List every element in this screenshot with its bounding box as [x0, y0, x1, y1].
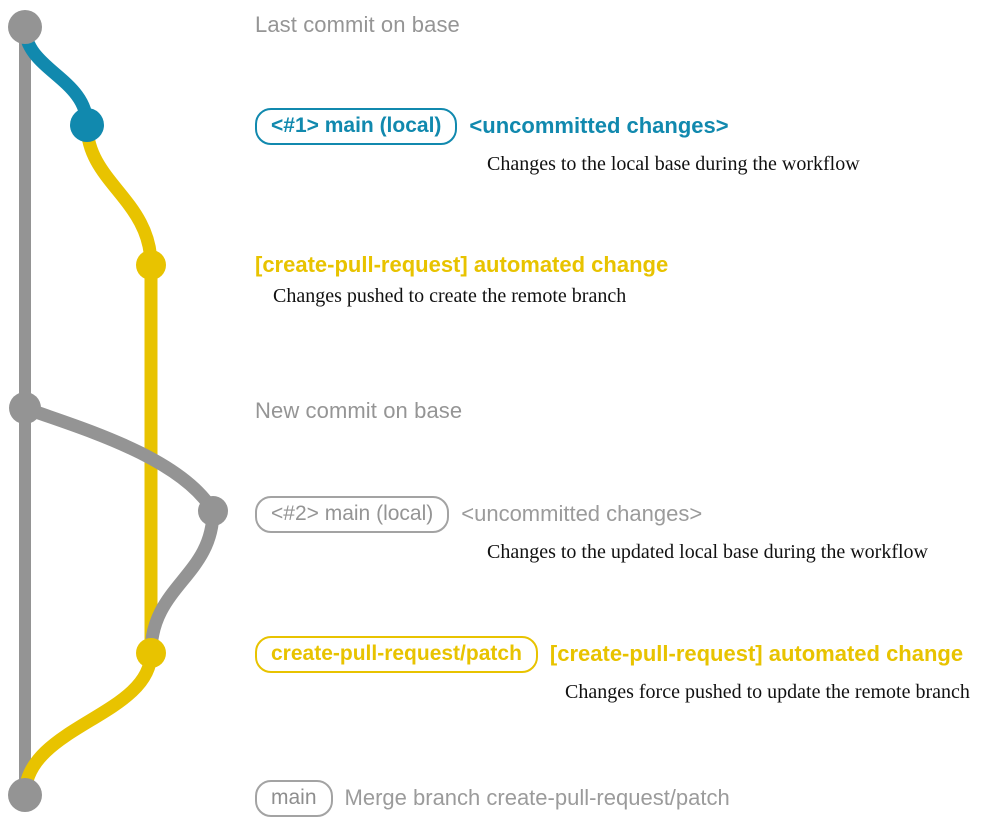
- edge-basenew-to-local2: [18, 401, 220, 518]
- commit-node-local-1[interactable]: [70, 108, 104, 142]
- commit-body-local-2: Changes to the updated local base during…: [487, 540, 928, 563]
- row-merge-commit-head: main Merge branch create-pull-request/pa…: [255, 780, 730, 817]
- commit-body-local-1: Changes to the local base during the wor…: [487, 152, 860, 175]
- row-local-commit-2-head: <#2> main (local) <uncommitted changes>: [255, 496, 702, 533]
- branch-chip-create-pull-request-patch[interactable]: create-pull-request/patch: [255, 636, 538, 673]
- commit-body-remote-push-1: Changes pushed to create the remote bran…: [273, 285, 627, 307]
- row-remote-push-1-head: [create-pull-request] automated change: [255, 252, 668, 278]
- commit-subject-local-2: <uncommitted changes>: [461, 501, 703, 527]
- commit-subject-remote-push-2: [create-pull-request] automated change: [549, 641, 964, 667]
- commit-node-base-last[interactable]: [8, 10, 42, 44]
- row-remote-push-2-head: create-pull-request/patch [create-pull-r…: [255, 636, 963, 673]
- commit-node-local-2[interactable]: [198, 496, 228, 526]
- commit-node-patch-1[interactable]: [136, 250, 166, 280]
- commit-body-remote-push-2: Changes force pushed to update the remot…: [565, 680, 970, 703]
- commit-node-base-new[interactable]: [9, 392, 41, 424]
- branch-chip-main-local-2[interactable]: <#2> main (local): [255, 496, 450, 533]
- heading-last-commit-on-base: Last commit on base: [255, 12, 460, 37]
- commit-node-patch-2[interactable]: [136, 638, 166, 668]
- branch-chip-main[interactable]: main: [255, 780, 333, 817]
- row-merge-commit: main Merge branch create-pull-request/pa…: [255, 780, 730, 817]
- row-last-commit-on-base: Last commit on base: [255, 12, 460, 38]
- row-local-commit-1-head: <#1> main (local) <uncommitted changes>: [255, 108, 729, 145]
- row-local-commit-1: <#1> main (local) <uncommitted changes> …: [255, 108, 860, 176]
- edge-local2-to-patch2: [144, 504, 220, 660]
- edge-base-to-local1: [18, 20, 94, 132]
- heading-new-commit-on-base: New commit on base: [255, 398, 463, 423]
- row-new-commit-on-base: New commit on base: [255, 398, 462, 424]
- edge-patch2-to-merge: [18, 646, 158, 802]
- commit-subject-remote-push-1: [create-pull-request] automated change: [255, 252, 669, 277]
- branch-chip-main-local-1[interactable]: <#1> main (local): [255, 108, 458, 145]
- commit-node-base-merge[interactable]: [8, 778, 42, 812]
- edge-local1-to-patch1: [80, 118, 158, 272]
- row-remote-push-1: [create-pull-request] automated change C…: [255, 252, 668, 308]
- row-remote-push-2: create-pull-request/patch [create-pull-r…: [255, 636, 970, 704]
- commit-subject-merge: Merge branch create-pull-request/patch: [344, 785, 730, 811]
- commit-subject-local-1: <uncommitted changes>: [469, 113, 729, 139]
- row-local-commit-2: <#2> main (local) <uncommitted changes> …: [255, 496, 928, 564]
